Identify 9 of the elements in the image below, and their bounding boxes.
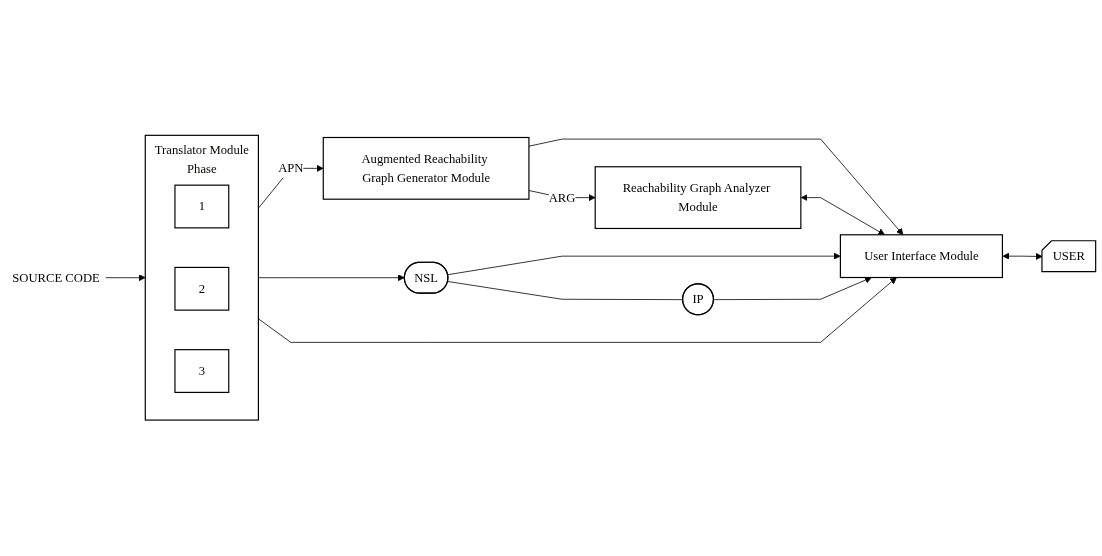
node-box: 1 <box>174 184 230 229</box>
node-text: SOURCE CODE <box>12 270 100 285</box>
node-box: Reachability Graph Analyzer Module <box>594 166 802 230</box>
edge-label: APN <box>278 161 304 175</box>
node-box: User Interface Module <box>839 234 1003 279</box>
edge-label: ARG <box>548 190 576 205</box>
node-box: 3 <box>174 349 230 394</box>
node-box: Augmented Reachability Graph Generator Module <box>322 137 530 201</box>
node-box: 2 <box>174 267 230 312</box>
